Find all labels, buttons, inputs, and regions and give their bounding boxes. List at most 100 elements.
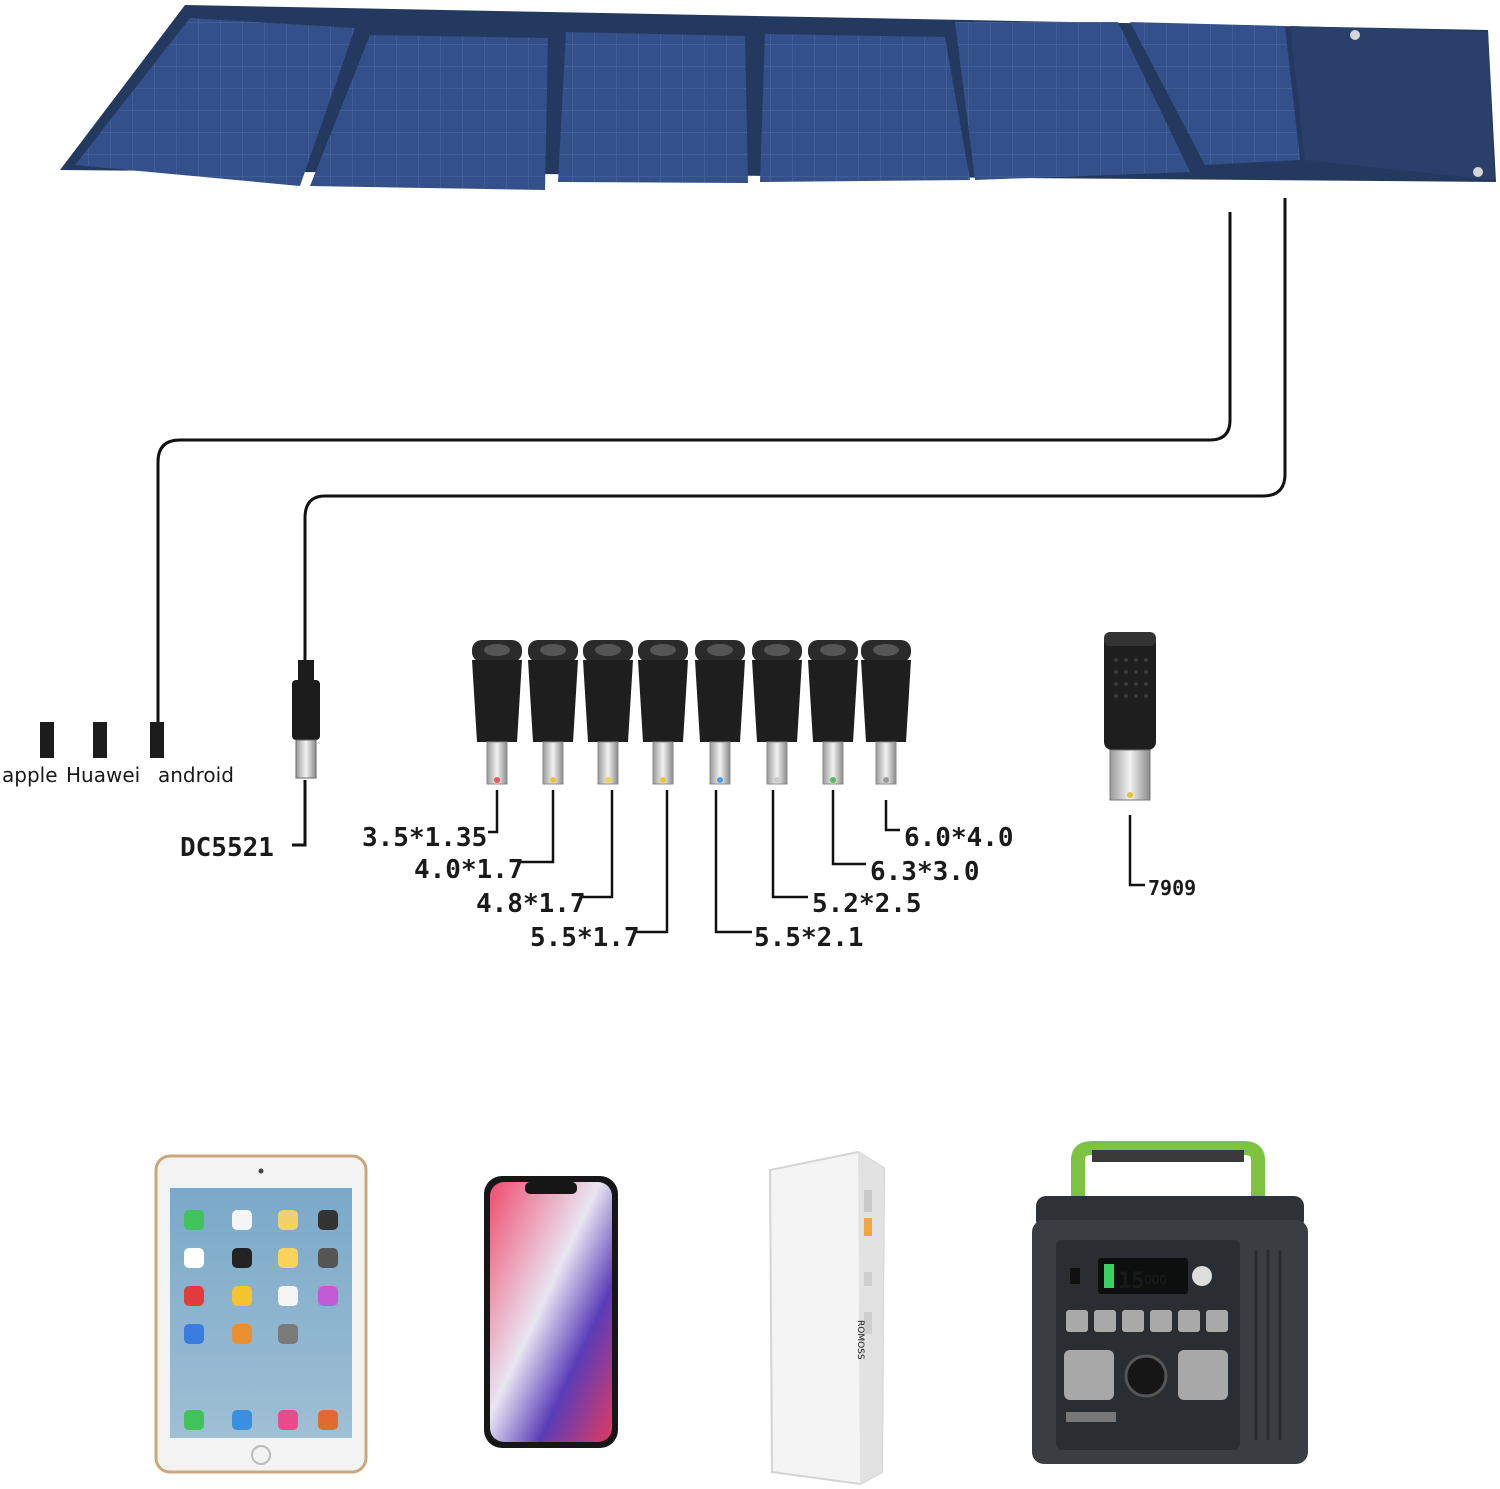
adapter-size-label: 5.2*2.5: [812, 889, 922, 919]
powerbank-port: [864, 1312, 872, 1334]
adapter-color-dot: [883, 777, 889, 783]
adapter-body: [472, 660, 522, 742]
adapter-pin: [486, 741, 508, 785]
power-bank-device: ROMOSS: [768, 1150, 886, 1486]
adapter-size-label: 6.3*3.0: [870, 857, 980, 887]
adapter-size-label: 4.0*1.7: [414, 855, 524, 885]
adapter-7909-body: [1104, 632, 1156, 750]
adapter-set: [472, 640, 911, 785]
panel-section-3: [558, 32, 748, 183]
adapter-color-dot: [550, 777, 556, 783]
station-outlets-row: [1066, 1310, 1228, 1332]
tablet-home-button: [251, 1445, 271, 1465]
adapter-size-label: 3.5*1.35: [362, 823, 487, 853]
powerbank-port: [864, 1190, 872, 1212]
tablet-camera: [258, 1168, 264, 1174]
panel-grommet: [1350, 30, 1360, 40]
huawei-connector: [93, 722, 107, 758]
adapter-color-dot: [830, 777, 836, 783]
dc-plug-strain: [298, 660, 314, 680]
usb-cable: [156, 212, 1232, 722]
adapter-label-6: 5.2*2.5: [771, 790, 922, 919]
adapter-color-dot: [605, 777, 611, 783]
leader-line: [884, 800, 900, 832]
station-brand-plate: [1066, 1412, 1116, 1422]
dc5521-plug: DC5521: [180, 660, 320, 863]
adapter-label-5: 5.5*2.1: [714, 790, 864, 953]
dc-adapter-tip: [808, 640, 858, 785]
adapter-pin: [822, 741, 844, 785]
adapter-size-label: 5.5*1.7: [530, 923, 640, 953]
solar-panel: [60, 5, 1496, 190]
power-station-device: 15 000: [1032, 1141, 1308, 1464]
leader-line: [831, 790, 866, 866]
usb-tips: apple Huawei android: [2, 722, 234, 787]
adapter-pin: [652, 741, 674, 785]
adapter-label-3: 4.8*1.7: [476, 790, 614, 919]
powerbank-port: [864, 1272, 872, 1286]
adapter-body: [808, 660, 858, 742]
station-display: [1098, 1258, 1188, 1294]
phone-screen: [490, 1182, 612, 1442]
panel-section-4: [760, 34, 970, 182]
dc-adapter-tip: [528, 640, 578, 785]
powerbank-indicator: [864, 1218, 872, 1236]
dc5521-label: DC5521: [180, 833, 274, 863]
apple-label: apple: [2, 763, 58, 787]
phone-notch: [525, 1182, 577, 1194]
battery-gauge: [1104, 1264, 1114, 1288]
adapter-labels: 3.5*1.35 4.0*1.7 4.8*1.7 5.5*1.7 5.5*2.1…: [362, 790, 1014, 953]
leader-line: [580, 790, 614, 899]
adapter-color-dot: [660, 777, 666, 783]
adapter-socket: [707, 644, 733, 656]
adapter-socket: [873, 644, 899, 656]
station-handle-bar: [1092, 1150, 1244, 1162]
adapter-pin: [597, 741, 619, 785]
dc-adapter-tip: [695, 640, 745, 785]
adapter-label-8: 6.0*4.0: [884, 800, 1014, 853]
android-label: android: [158, 763, 234, 787]
adapter-size-label: 4.8*1.7: [476, 889, 586, 919]
dc-adapter-tip: [472, 640, 522, 785]
station-ac-outlet-left: [1064, 1350, 1114, 1400]
dc-adapter-tip: [752, 640, 802, 785]
adapter-body: [861, 660, 911, 742]
adapter-body: [695, 660, 745, 742]
adapter-size-label: 5.5*2.1: [754, 923, 864, 953]
dc-plug-body: [292, 680, 320, 740]
cables: [156, 198, 1287, 847]
powerbank-brand: ROMOSS: [855, 1320, 865, 1360]
adapter-body: [583, 660, 633, 742]
adapter-color-dot: [774, 777, 780, 783]
android-connector: [150, 722, 164, 758]
adapter-body: [638, 660, 688, 742]
adapter-7909-tip: [1109, 749, 1151, 801]
adapter-label-7: 6.3*3.0: [831, 790, 980, 887]
leader-7909: [1128, 815, 1145, 887]
adapter-socket: [595, 644, 621, 656]
station-usb-port: [1070, 1268, 1080, 1284]
leader-dc5521: [292, 780, 307, 847]
adapter-7909-grip: [1114, 658, 1148, 698]
dc-adapter-tip: [583, 640, 633, 785]
leader-line: [714, 790, 752, 934]
apple-connector: [40, 722, 54, 758]
station-display-value: 15: [1118, 1269, 1145, 1294]
leader-line: [488, 790, 499, 834]
adapter-size-label: 6.0*4.0: [904, 823, 1014, 853]
adapter-pin: [542, 741, 564, 785]
adapter-label-1: 3.5*1.35: [362, 790, 499, 853]
station-handle: [1071, 1141, 1265, 1210]
adapter-body: [528, 660, 578, 742]
station-display-unit: 000: [1144, 1273, 1167, 1287]
adapter-socket: [820, 644, 846, 656]
leader-line: [520, 790, 555, 864]
panel-pocket: [1290, 26, 1494, 180]
panel-section-1: [75, 18, 355, 186]
adapter-socket: [650, 644, 676, 656]
adapter-socket: [540, 644, 566, 656]
dc-adapter-tip: [638, 640, 688, 785]
leader-line: [771, 790, 808, 899]
